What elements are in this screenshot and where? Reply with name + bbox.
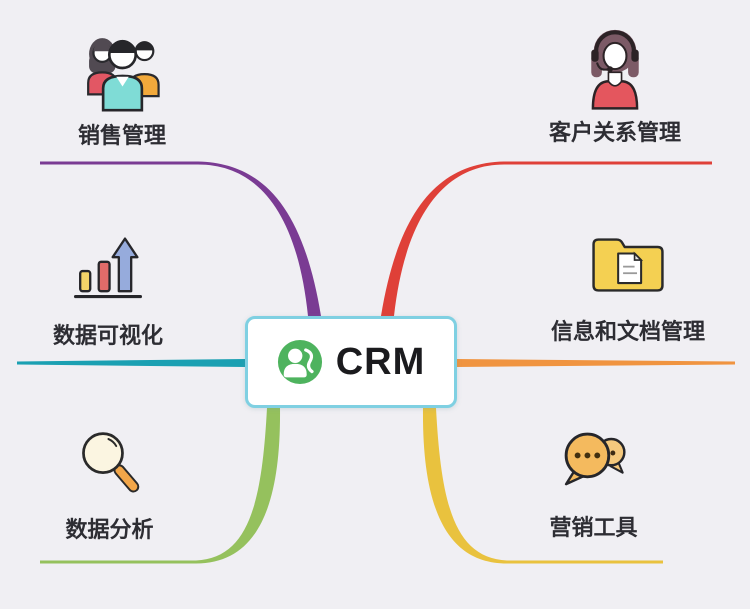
node-data-visualization[interactable]: 数据可视化 bbox=[23, 234, 193, 350]
center-topic-crm[interactable]: CRM bbox=[245, 316, 457, 408]
people-group-icon bbox=[86, 38, 160, 112]
node-sales-management[interactable]: 销售管理 bbox=[37, 24, 207, 150]
contacts-icon bbox=[277, 339, 322, 385]
magnifier-icon bbox=[81, 432, 139, 493]
support-agent-icon bbox=[591, 29, 639, 110]
node-label: 信息和文档管理 bbox=[550, 319, 705, 344]
node-marketing-tools[interactable]: 营销工具 bbox=[511, 426, 676, 542]
node-data-analysis[interactable]: 数据分析 bbox=[27, 426, 192, 544]
center-topic-title: CRM bbox=[335, 340, 426, 383]
node-label: 销售管理 bbox=[77, 123, 166, 148]
folder-document-icon bbox=[592, 238, 664, 292]
chat-bubbles-icon bbox=[564, 432, 626, 486]
bar-chart-icon bbox=[74, 237, 142, 299]
node-label: 营销工具 bbox=[549, 515, 638, 540]
branch-docs bbox=[457, 359, 735, 367]
node-document-management[interactable]: 信息和文档管理 bbox=[538, 230, 718, 346]
node-label: 数据分析 bbox=[65, 517, 154, 542]
node-label: 客户关系管理 bbox=[548, 120, 681, 145]
node-customer-relationship[interactable]: 客户关系管理 bbox=[525, 20, 705, 147]
node-label: 数据可视化 bbox=[52, 323, 163, 348]
branch-dataviz bbox=[17, 359, 245, 367]
